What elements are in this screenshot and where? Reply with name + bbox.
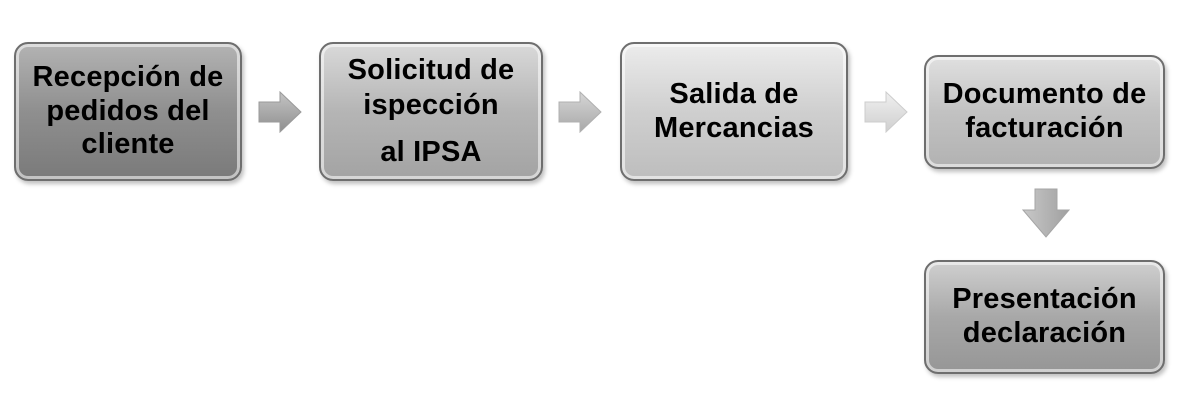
step-line: Salida de	[669, 77, 799, 110]
arrow-right-icon	[864, 91, 908, 133]
step-line: cliente	[81, 128, 175, 161]
arrow-right-icon	[558, 91, 602, 133]
step-documento-facturacion: Documento de facturación	[924, 55, 1165, 169]
step-line: Mercancias	[654, 111, 814, 144]
step-line: Solicitud de	[347, 54, 515, 87]
step-presentacion-declaracion: Presentación declaración	[924, 260, 1165, 374]
arrow-down-icon	[1022, 188, 1070, 238]
step-line: pedidos del	[46, 94, 210, 127]
step-salida-mercancias: Salida de Mercancias	[620, 42, 848, 181]
step-line: ispección	[363, 89, 499, 122]
step-label: Salida de Mercancias	[654, 78, 814, 146]
step-line: al IPSA	[380, 135, 482, 168]
step-line: Documento de	[942, 78, 1147, 111]
step-solicitud-inspeccion: Solicitud de ispección al IPSA	[319, 42, 543, 181]
step-line: declaración	[962, 317, 1127, 349]
step-recepcion-pedidos: Recepción de pedidos del cliente	[14, 42, 242, 181]
step-line: Presentación	[952, 283, 1137, 316]
step-label: Solicitud de ispección al IPSA	[348, 53, 515, 169]
step-label: Presentación declaración	[952, 283, 1137, 351]
step-label: Recepción de pedidos del cliente	[33, 61, 224, 163]
step-line: facturación	[965, 112, 1124, 144]
step-label: Documento de facturación	[943, 78, 1147, 146]
step-line: Recepción de	[32, 60, 224, 93]
arrow-right-icon	[258, 91, 302, 133]
